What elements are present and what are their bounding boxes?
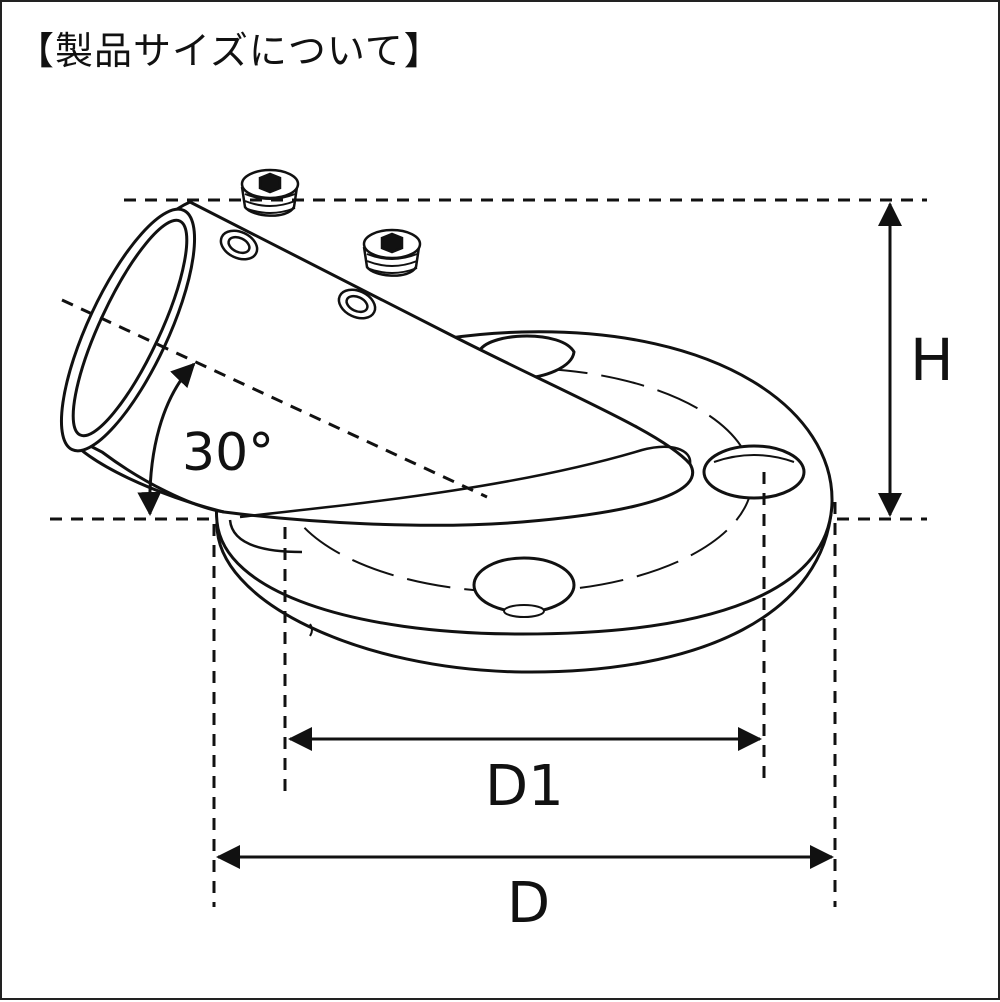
hole-pitch-label: D1: [485, 754, 564, 819]
angle-label: 30°: [182, 423, 274, 483]
tube-axis-line: [61, 298, 488, 499]
diameter-label: D: [507, 871, 550, 936]
angle-arc: [137, 362, 196, 516]
mounting-hole-back: [478, 334, 576, 380]
reference-lines: [50, 198, 927, 907]
mounting-hole-right: [702, 444, 806, 500]
page-title: 【製品サイズについて】: [16, 29, 443, 73]
set-screw-hole-2: [337, 288, 377, 320]
set-screw-1-icon: [240, 168, 300, 217]
height-label: H: [910, 326, 954, 394]
set-screw-hole-1: [219, 229, 259, 261]
mounting-hole-front: [472, 556, 576, 618]
set-screw-2-icon: [362, 228, 422, 277]
